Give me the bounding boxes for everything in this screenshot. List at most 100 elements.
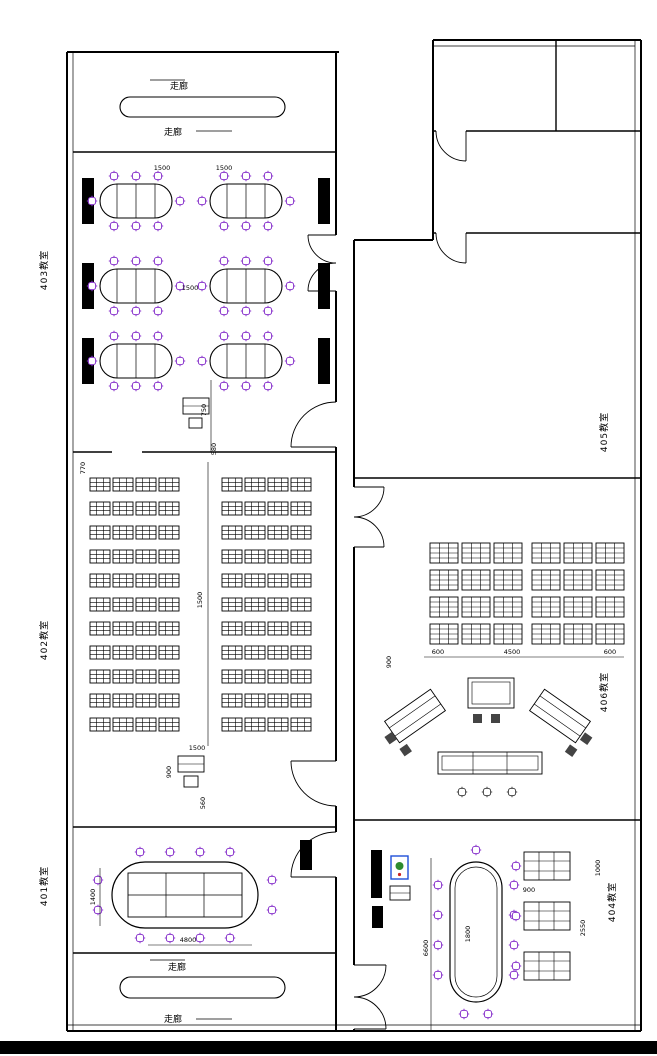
- chair: [152, 220, 164, 232]
- chair: [218, 330, 230, 342]
- chair: [152, 330, 164, 342]
- exam-desk: [89, 597, 111, 612]
- exam-desk: [244, 549, 266, 564]
- chair: [224, 846, 236, 858]
- room-404-equipment: [371, 850, 411, 928]
- room-404-oval-table: [449, 861, 503, 1003]
- chair: [218, 170, 230, 182]
- desk: [429, 542, 459, 564]
- exam-desk: [112, 669, 134, 684]
- desk: [595, 623, 625, 645]
- chair: [482, 1008, 494, 1020]
- exam-desk: [135, 549, 157, 564]
- chair: [130, 220, 142, 232]
- exam-desk: [135, 501, 157, 516]
- exam-desk: [112, 597, 134, 612]
- chair: [508, 969, 520, 981]
- chair: [108, 305, 120, 317]
- chair: [196, 355, 208, 367]
- chair: [218, 255, 230, 267]
- exam-desk: [112, 477, 134, 492]
- chair: [266, 904, 278, 916]
- exam-desk: [267, 669, 289, 684]
- dimension-label: 6600: [422, 940, 430, 957]
- cabinet: [318, 178, 330, 224]
- dimension-label: 900: [165, 766, 173, 778]
- desk: [493, 596, 523, 618]
- exam-desk: [221, 597, 243, 612]
- stool: [564, 744, 578, 757]
- sheet-bottom-bar: [0, 1041, 657, 1054]
- chair: [92, 874, 104, 886]
- exam-desk: [267, 477, 289, 492]
- dimension-label: 750: [200, 404, 208, 416]
- desk: [531, 623, 561, 645]
- exam-desk: [135, 477, 157, 492]
- exam-desk: [221, 573, 243, 588]
- chair: [196, 280, 208, 292]
- dimension-label: 1500: [196, 592, 204, 609]
- exam-desk: [244, 621, 266, 636]
- dimension-label: 600: [604, 648, 616, 656]
- dimension-label: 1500: [216, 164, 233, 172]
- exam-desk: [112, 621, 134, 636]
- chair: [130, 255, 142, 267]
- corridor-ramp: [119, 96, 286, 118]
- chair: [194, 932, 206, 944]
- desk: [493, 623, 523, 645]
- chair: [134, 846, 146, 858]
- desk: [429, 623, 459, 645]
- exam-desk: [158, 621, 180, 636]
- room-label-402: 402教室: [38, 620, 50, 660]
- exam-desk: [158, 501, 180, 516]
- interior-walls: [73, 40, 641, 954]
- chair: [240, 255, 252, 267]
- exam-desk: [158, 549, 180, 564]
- dimension-label: 770: [79, 462, 87, 474]
- exam-desk: [89, 717, 111, 732]
- exam-desk: [89, 621, 111, 636]
- desk: [461, 596, 491, 618]
- exam-desk: [244, 669, 266, 684]
- exam-desk: [135, 573, 157, 588]
- chair: [458, 1008, 470, 1020]
- exam-desk: [244, 501, 266, 516]
- exam-desk: [267, 693, 289, 708]
- dimension-label: 1500: [154, 164, 171, 172]
- workstation-desk: [523, 901, 571, 931]
- room-406-desks: [429, 542, 625, 645]
- corridor-label: 走廊: [164, 1013, 182, 1025]
- exam-desk: [158, 477, 180, 492]
- exam-desk: [89, 693, 111, 708]
- exam-desk: [290, 549, 312, 564]
- chair: [432, 879, 444, 891]
- desk: [493, 569, 523, 591]
- door-404-double: [353, 964, 387, 1030]
- dimension-label: 1800: [464, 926, 472, 943]
- stool: [491, 714, 500, 723]
- exam-desk: [221, 549, 243, 564]
- chair: [508, 939, 520, 951]
- cabinet: [318, 338, 330, 384]
- classroom-403-teacher-desk: [182, 397, 210, 429]
- chair: [262, 170, 274, 182]
- chair: [174, 195, 186, 207]
- chair: [130, 305, 142, 317]
- corridor-label: 走廊: [170, 80, 188, 92]
- chair: [432, 969, 444, 981]
- chair: [510, 860, 522, 872]
- corridor-top: [119, 79, 286, 132]
- exam-desk: [267, 717, 289, 732]
- exam-desk: [290, 501, 312, 516]
- exam-desk: [135, 525, 157, 540]
- door-402: [290, 760, 337, 807]
- dining-table: [209, 183, 283, 219]
- exam-desk: [244, 477, 266, 492]
- chair: [240, 380, 252, 392]
- device-screen-icon: [395, 862, 404, 870]
- room-label-403: 403教室: [38, 250, 50, 290]
- exam-desk: [290, 645, 312, 660]
- exam-desk: [221, 477, 243, 492]
- desk: [563, 542, 593, 564]
- chair: [152, 305, 164, 317]
